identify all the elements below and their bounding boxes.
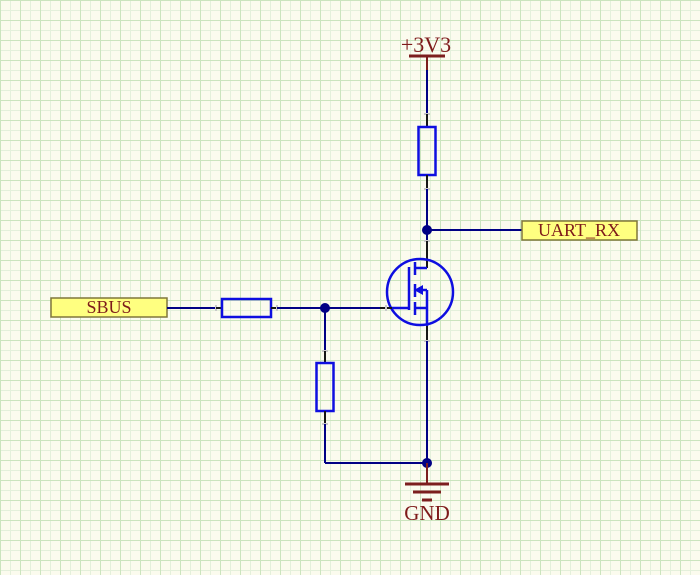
net-label-text: SBUS	[86, 297, 131, 317]
series-resistor[interactable]	[215, 297, 278, 319]
net-label-text: UART_RX	[538, 220, 620, 240]
mosfet-body-arrow	[414, 285, 423, 295]
pulldown-resistor[interactable]	[315, 350, 335, 425]
power-flag-3v3[interactable]: +3V3	[401, 32, 451, 70]
net-label-sbus[interactable]: SBUS	[50, 297, 168, 318]
resistor-body	[315, 361, 335, 413]
ground-net-name: GND	[404, 501, 450, 525]
mosfet-body-circle	[385, 257, 455, 327]
pullup-resistor[interactable]	[417, 113, 437, 190]
nmos-transistor[interactable]	[380, 240, 455, 342]
net-label-uart-rx[interactable]: UART_RX	[521, 220, 638, 241]
ground-flag[interactable]: GND	[404, 463, 450, 525]
resistor-body	[220, 297, 273, 319]
net-label-box	[521, 220, 638, 241]
resistor-body	[417, 125, 437, 177]
power-net-name: +3V3	[401, 32, 451, 57]
